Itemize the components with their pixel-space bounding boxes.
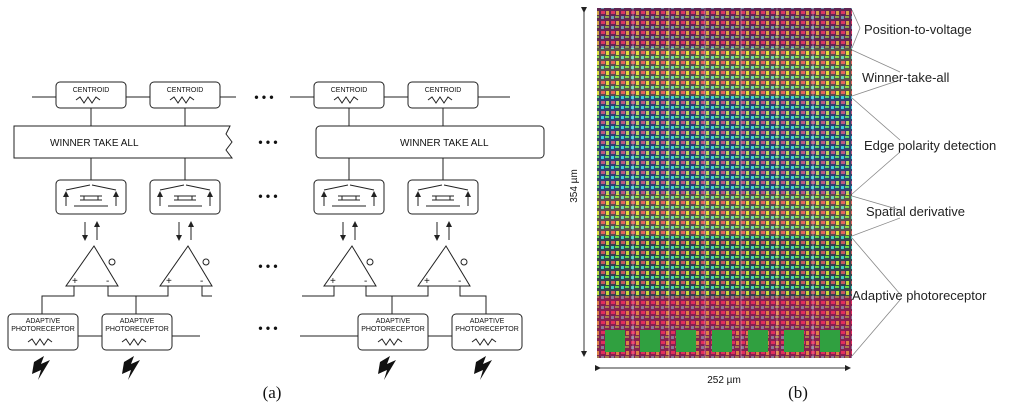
caption-b: (b) <box>788 383 808 402</box>
wta-label-left: WINNER TAKE ALL <box>50 138 139 149</box>
panel-a <box>7 81 545 380</box>
photoreceptor-cell-2 <box>101 313 173 351</box>
photoreceptor-cell-3 <box>357 313 429 351</box>
amplifier-1 <box>65 245 119 287</box>
photoreceptor-cell-4 <box>451 313 523 351</box>
amp-plus: + <box>424 276 430 287</box>
amp-plus: + <box>166 276 172 287</box>
centroid-label: CENTROID <box>73 87 110 94</box>
panel-b: Position-to-voltage Winner-take-all Edge… <box>569 7 996 402</box>
amp-minus: - <box>106 276 109 287</box>
photoreceptor-label-line1: ADAPTIVE <box>120 318 155 325</box>
centroid-label: CENTROID <box>331 87 368 94</box>
region-label-spatial-derivative: Spatial derivative <box>866 204 965 219</box>
amplifier-4 <box>417 245 471 287</box>
width-label: 252 µm <box>707 375 741 386</box>
region-label-edge-polarity: Edge polarity detection <box>864 138 996 153</box>
photoreceptor-label-line1: ADAPTIVE <box>470 318 505 325</box>
leader-lines <box>851 9 901 357</box>
ellipsis: • • • <box>258 135 277 149</box>
photoreceptor-label-line2: PHOTORECEPTOR <box>455 326 519 333</box>
chip-micrograph <box>597 8 852 358</box>
light-bolt-icon <box>122 356 140 380</box>
caption-a: (a) <box>263 383 282 402</box>
wta-box-right <box>315 125 545 159</box>
amp-plus: + <box>330 276 336 287</box>
ellipsis: • • • <box>258 259 277 273</box>
ellipsis: • • • <box>258 321 277 335</box>
centroid-cell-1 <box>55 81 127 109</box>
height-label: 354 µm <box>569 169 580 203</box>
centroid-cell-3 <box>313 81 385 109</box>
amplifier-2 <box>159 245 213 287</box>
amplifier-3 <box>323 245 377 287</box>
polarity-cell-1 <box>55 179 127 215</box>
amp-minus: - <box>458 276 461 287</box>
ellipsis: • • • <box>254 90 273 104</box>
region-label-position-to-voltage: Position-to-voltage <box>864 22 972 37</box>
ellipsis: • • • <box>258 189 277 203</box>
light-bolt-icon <box>378 356 396 380</box>
wta-box-left <box>13 125 233 159</box>
photoreceptor-label-line2: PHOTORECEPTOR <box>361 326 425 333</box>
photoreceptor-label-line2: PHOTORECEPTOR <box>11 326 75 333</box>
photoreceptor-label-line1: ADAPTIVE <box>26 318 61 325</box>
region-label-adaptive-photoreceptor: Adaptive photoreceptor <box>852 288 987 303</box>
polarity-cell-2 <box>149 179 221 215</box>
amp-minus: - <box>200 276 203 287</box>
polarity-cell-4 <box>407 179 479 215</box>
centroid-cell-4 <box>407 81 479 109</box>
photoreceptor-label-line1: ADAPTIVE <box>376 318 411 325</box>
centroid-label: CENTROID <box>167 87 204 94</box>
panel-a-labels: CENTROID CENTROID CENTROID CENTROID WINN… <box>11 87 519 402</box>
centroid-label: CENTROID <box>425 87 462 94</box>
region-label-winner-take-all: Winner-take-all <box>862 70 950 85</box>
signal-arrows <box>82 221 452 241</box>
centroid-cell-2 <box>149 81 221 109</box>
photoreceptor-cell-1 <box>7 313 79 351</box>
amp-plus: + <box>72 276 78 287</box>
light-bolt-icon <box>474 356 492 380</box>
amp-minus: - <box>364 276 367 287</box>
wta-label-right: WINNER TAKE ALL <box>400 138 489 149</box>
photoreceptor-label-line2: PHOTORECEPTOR <box>105 326 169 333</box>
polarity-cell-3 <box>313 179 385 215</box>
light-bolt-icon <box>32 356 50 380</box>
